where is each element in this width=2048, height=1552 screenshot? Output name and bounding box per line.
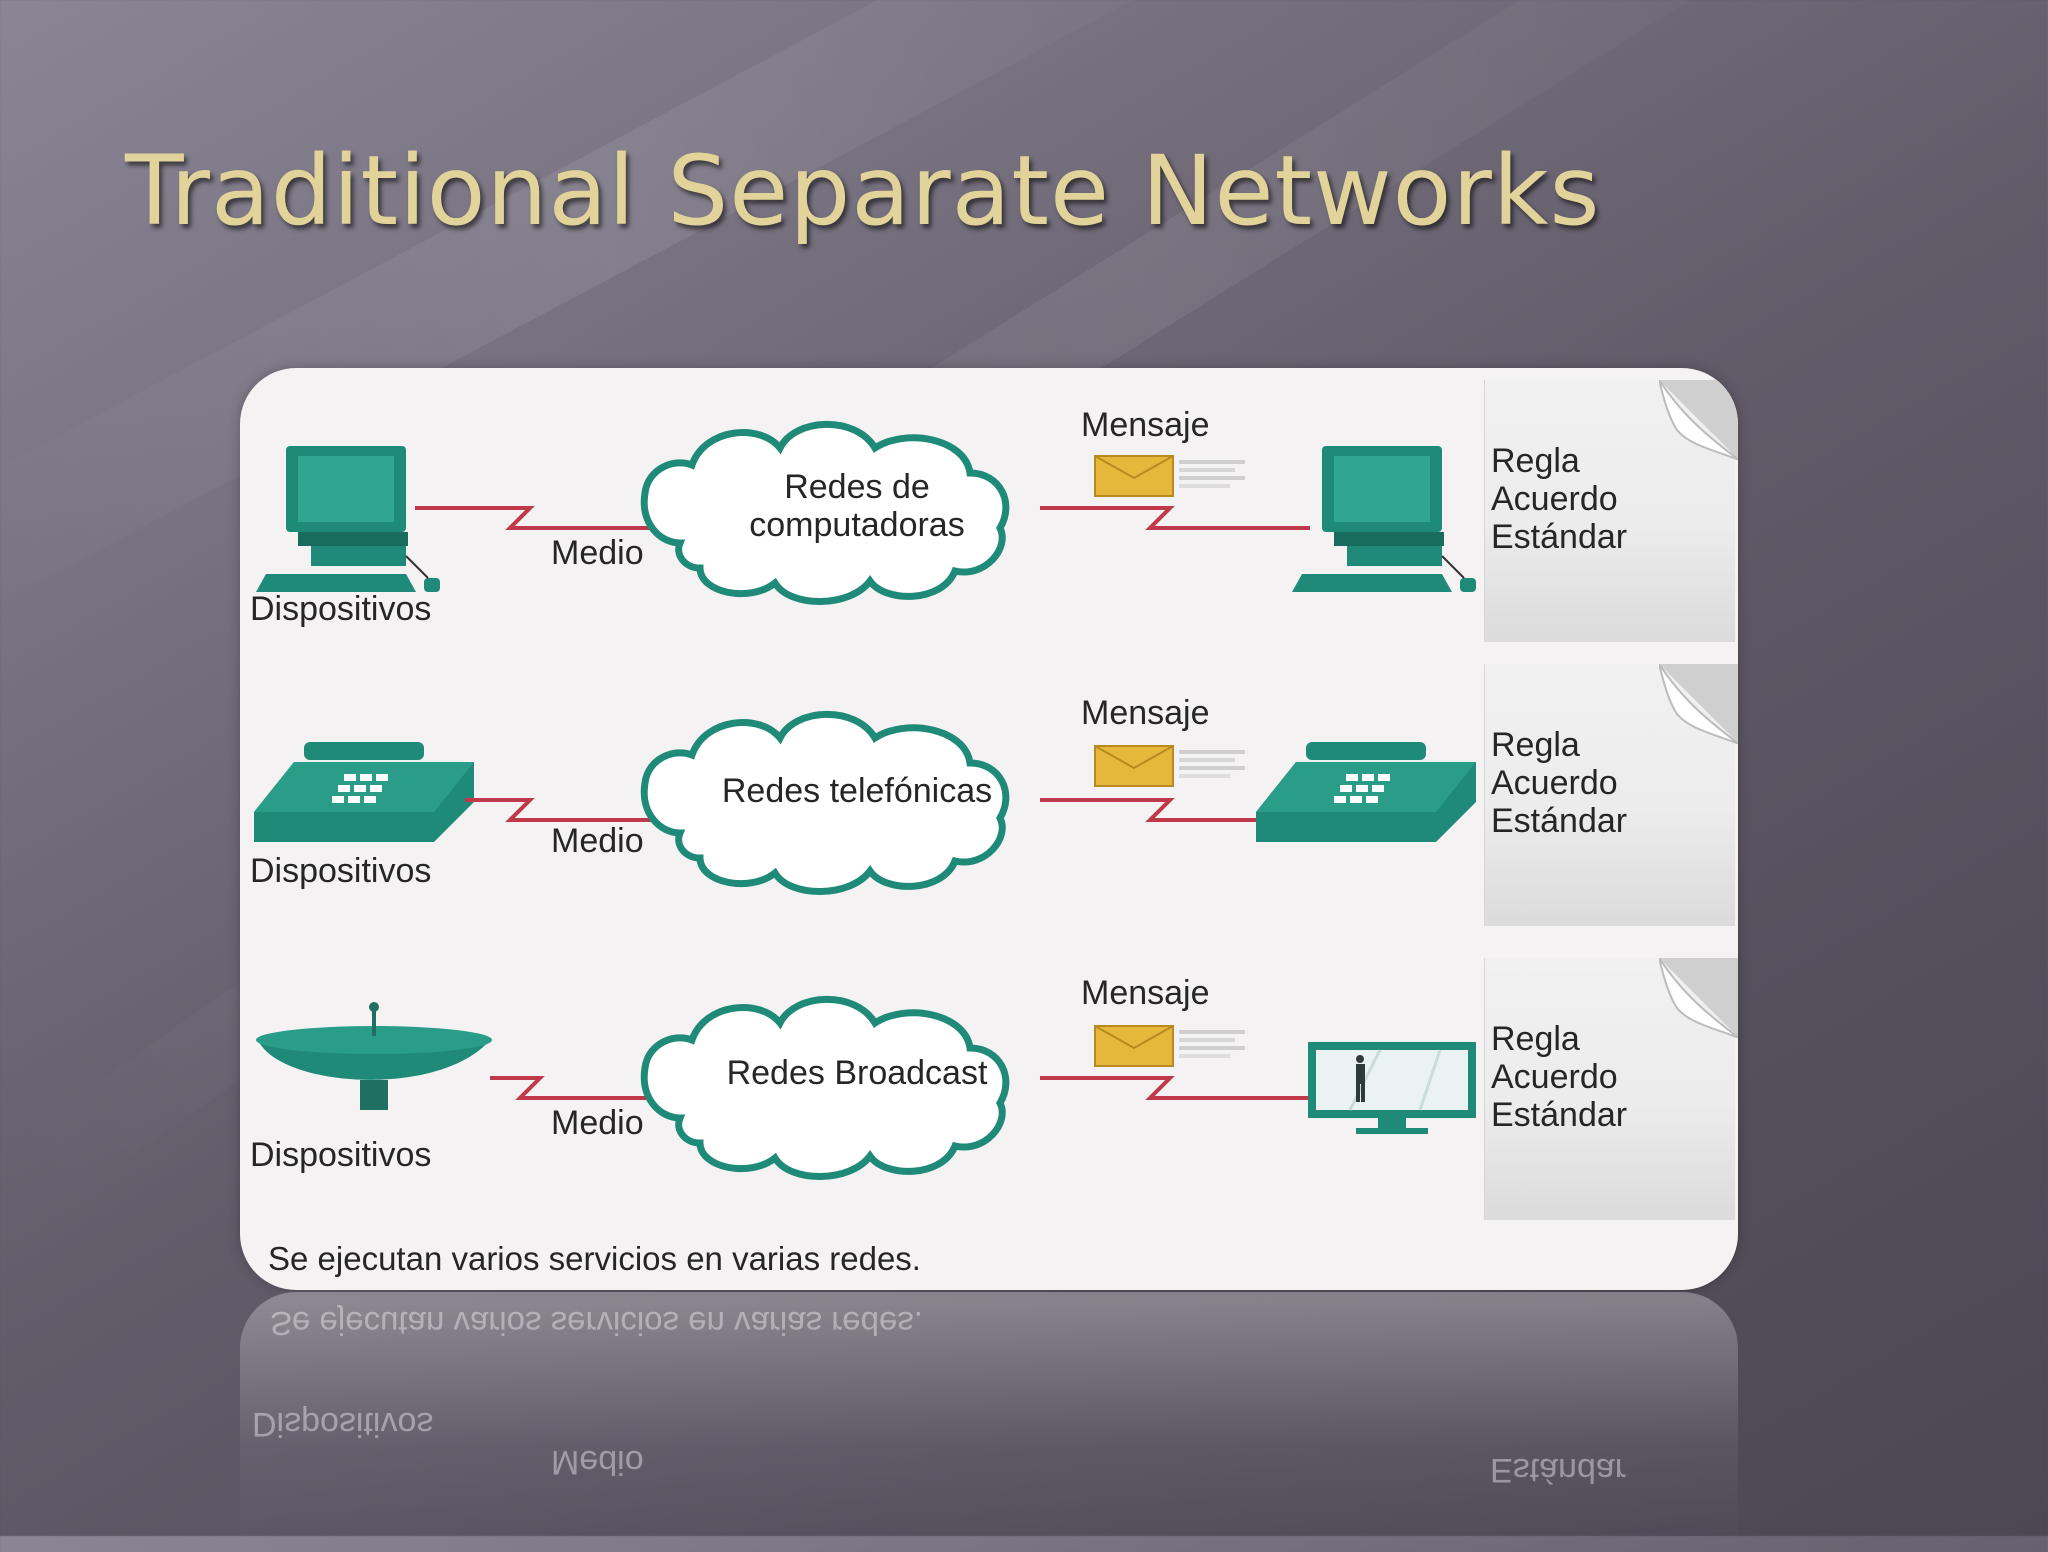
- medium-link-left: [490, 1078, 660, 1098]
- card-reflection: Se ejecutan varios servicios en varias r…: [240, 1292, 1738, 1552]
- reflected-devices-label: Dispositivos: [252, 1404, 433, 1443]
- diagram-caption: Se ejecutan varios servicios en varias r…: [268, 1240, 921, 1278]
- computer-device-icon: [1292, 446, 1476, 592]
- cloud-label-line1: Redes de: [784, 468, 930, 506]
- standard-line: Estándar: [1491, 518, 1627, 556]
- standard-line: Estándar: [1491, 1096, 1627, 1134]
- devices-label: Dispositivos: [250, 852, 431, 890]
- medium-link-right: [1040, 508, 1310, 528]
- page-curl-icon: [1659, 380, 1738, 460]
- telephone-device-icon: [1256, 742, 1476, 842]
- rule-line: Regla: [1491, 1020, 1627, 1058]
- agreement-line: Acuerdo: [1491, 1058, 1627, 1096]
- message-envelope-icon: [1095, 456, 1245, 496]
- agreement-line: Acuerdo: [1491, 764, 1627, 802]
- slide-title: Traditional Separate Networks: [125, 135, 1600, 247]
- message-label: Mensaje: [1081, 974, 1210, 1012]
- cloud-label-line1: Redes Broadcast: [727, 1054, 988, 1092]
- rule-document: Regla Acuerdo Estándar: [1484, 664, 1735, 926]
- medium-label: Medio: [551, 822, 644, 860]
- cloud-label: Redes telefónicas: [667, 772, 1047, 810]
- page-curl-icon: [1659, 664, 1738, 744]
- message-envelope-icon: [1095, 1026, 1245, 1066]
- reflected-caption: Se ejecutan varios servicios en varias r…: [270, 1304, 923, 1342]
- television-device-icon: [1308, 1042, 1476, 1134]
- telephone-device-icon: [254, 742, 474, 842]
- reflected-standard-label: Estándar: [1490, 1450, 1626, 1489]
- medium-link-left: [465, 800, 660, 820]
- cloud-label-line1: Redes telefónicas: [722, 772, 992, 810]
- network-diagram-card: Dispositivos Medio Mensaje Redes de comp…: [240, 368, 1738, 1290]
- medium-label: Medio: [551, 1104, 644, 1142]
- cloud-label-line2: computadoras: [749, 506, 964, 544]
- message-label: Mensaje: [1081, 406, 1210, 444]
- computer-device-icon: [256, 446, 440, 592]
- reflection-fade: [240, 1292, 1738, 1552]
- medium-link-right: [1040, 1078, 1310, 1098]
- cloud-label: Redes Broadcast: [667, 1054, 1047, 1092]
- reflected-medium-label: Medio: [551, 1442, 644, 1481]
- message-envelope-icon: [1095, 746, 1245, 786]
- page-curl-icon: [1659, 958, 1738, 1038]
- rule-document: Regla Acuerdo Estándar: [1484, 380, 1735, 642]
- rule-line: Regla: [1491, 442, 1627, 480]
- devices-label: Dispositivos: [250, 1136, 431, 1174]
- medium-link-right: [1040, 800, 1280, 820]
- satellite-dish-icon: [256, 1002, 492, 1110]
- medium-label: Medio: [551, 534, 644, 572]
- rule-line: Regla: [1491, 726, 1627, 764]
- medium-link-left: [415, 508, 660, 528]
- cloud-label: Redes de computadoras: [667, 468, 1047, 544]
- standard-line: Estándar: [1491, 802, 1627, 840]
- rule-document: Regla Acuerdo Estándar: [1484, 958, 1735, 1220]
- message-label: Mensaje: [1081, 694, 1210, 732]
- agreement-line: Acuerdo: [1491, 480, 1627, 518]
- devices-label: Dispositivos: [250, 590, 431, 628]
